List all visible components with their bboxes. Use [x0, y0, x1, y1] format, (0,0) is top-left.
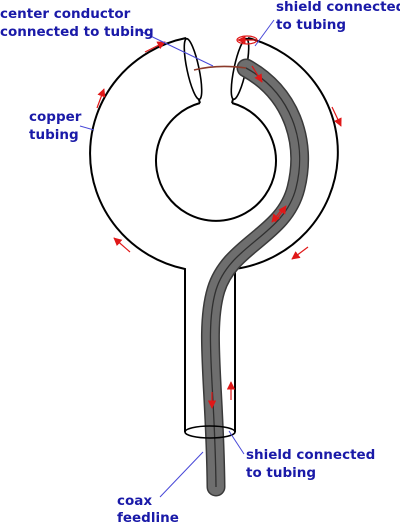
current-arrow	[113, 237, 131, 253]
current-arrow	[331, 106, 342, 127]
stem-bottom-opening	[184, 425, 236, 439]
current-arrows	[96, 35, 342, 409]
tubing-outer-outline	[89, 37, 339, 432]
label-center-conductor-line1: center conductor	[0, 6, 131, 22]
label-shield-top-line1: shield connected	[276, 0, 400, 15]
leader-shield-top	[254, 19, 275, 47]
label-shield-bottom-line1: shield connected	[246, 447, 375, 463]
leader-copper-tubing	[79, 125, 95, 131]
leader-center-conductor	[137, 29, 214, 67]
label-center-conductor-line2: connected to tubing	[0, 24, 154, 40]
label-coax-feedline-line2: feedline	[117, 510, 179, 526]
leader-shield-bottom	[228, 430, 245, 455]
current-arrow	[274, 205, 287, 223]
current-arrow	[96, 88, 106, 109]
label-copper-tubing-line2: tubing	[29, 127, 79, 143]
leader-coax-feedline	[159, 451, 204, 498]
label-shield-top: shield connected to tubing	[276, 0, 400, 33]
label-shield-top-line2: to tubing	[276, 17, 346, 33]
tubing-inner-outline	[155, 102, 277, 222]
current-loop-arrow	[236, 35, 258, 45]
leader-lines	[79, 19, 275, 498]
label-center-conductor: center conductor connected to tubing	[0, 6, 154, 40]
current-arrow	[291, 246, 309, 260]
label-coax-feedline-line1: coax	[117, 493, 152, 509]
label-shield-bottom-line2: to tubing	[246, 465, 316, 481]
center-conductor-wire	[193, 65, 247, 71]
label-coax-feedline: coax feedline	[117, 493, 179, 526]
current-arrow	[144, 41, 166, 53]
coax-center-line	[209, 67, 301, 488]
label-shield-bottom: shield connected to tubing	[246, 447, 380, 481]
current-arrow	[251, 65, 263, 83]
label-copper-tubing-line1: copper	[29, 109, 82, 125]
label-copper-tubing: copper tubing	[29, 109, 86, 143]
